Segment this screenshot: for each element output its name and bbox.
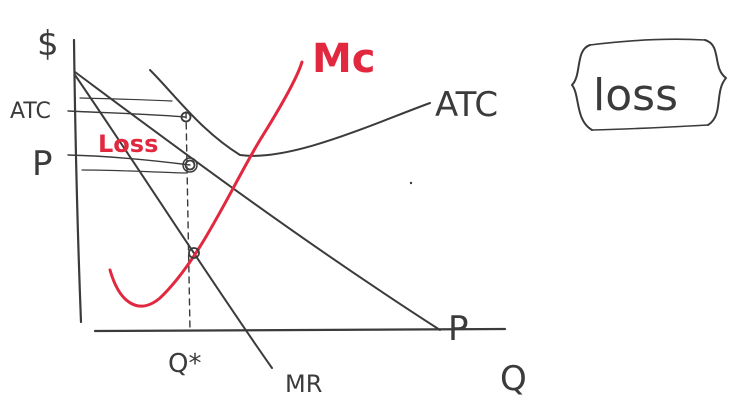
mc-curve [108,60,304,308]
demand-curve [74,71,441,331]
mr-curve [74,74,273,369]
p-tick-label: P [32,144,53,184]
y-axis-label: $ [37,24,59,64]
qstar-dashed-line [185,111,191,331]
atc-intersection-point [180,111,192,123]
loss-box-top [589,38,706,46]
atc-guide-line-upper [79,97,173,102]
atc-curve-label: ATC [435,85,498,125]
loss-annotation-box: loss [571,38,727,131]
atc-guide-line [67,110,186,118]
atc-tick-label: ATC [10,99,51,124]
loss-box-bottom [591,124,709,131]
loss-box-right-brace [704,39,727,126]
mr-curve-label: MR [285,370,322,398]
x-axis-label: Q [500,359,527,399]
x-axis [93,327,507,333]
p-guide-line-lower [81,169,187,174]
price-intersection-point [184,159,196,171]
mc-mr-intersection-point [188,247,200,259]
qstar-tick-label: Q* [168,349,201,379]
loss-box-left-brace [571,44,593,131]
price-intersection-point-outer [182,157,198,173]
p-guide-line [67,154,191,166]
demand-curve-label: P [448,309,469,349]
loss-box-text: loss [593,70,678,121]
atc-curve [149,69,431,157]
mc-curve-label: Mc [312,36,376,82]
loss-area-label: Loss [98,130,158,158]
stray-dot [409,181,413,185]
